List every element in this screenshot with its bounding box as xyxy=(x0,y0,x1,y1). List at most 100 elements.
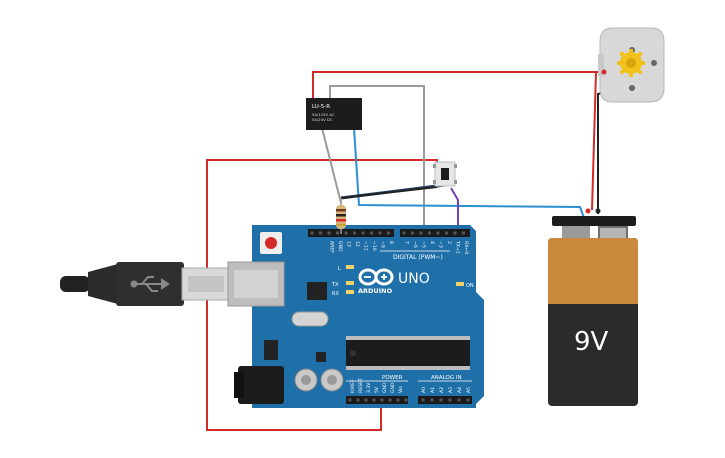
digital-pin-label: ~3 xyxy=(438,241,444,248)
analog-pin-label: A2 xyxy=(439,387,445,393)
power-pin-hole[interactable] xyxy=(380,398,384,402)
analog-pin-hole[interactable] xyxy=(421,398,425,402)
battery-label: 9V xyxy=(574,327,609,357)
power-pin-hole[interactable] xyxy=(388,398,392,402)
analog-pin-hole[interactable] xyxy=(439,398,443,402)
power-pin-label: 3.3V xyxy=(366,382,372,393)
analog-pin-hole[interactable] xyxy=(448,398,452,402)
digital-pin-label: ~9 xyxy=(380,241,386,248)
power-pin-label: RESET xyxy=(358,378,364,393)
analog-pin-label: A5 xyxy=(466,387,472,393)
usb-cable[interactable] xyxy=(60,262,233,306)
wire-black-resistor-to-button[interactable] xyxy=(340,186,438,199)
digital-pin-label: 4 xyxy=(429,241,435,244)
led-rx-label: RX xyxy=(332,291,339,297)
digital-pin-hole[interactable] xyxy=(327,231,331,235)
power-label: POWER xyxy=(382,375,403,381)
digital-pin-hole[interactable] xyxy=(378,231,382,235)
relay-rating-1: 5A/125V AC xyxy=(312,112,335,117)
power-pin-label: GND xyxy=(390,382,396,393)
analog-header[interactable] xyxy=(418,396,472,404)
power-pin-hole[interactable] xyxy=(356,398,360,402)
motor-gear-icon xyxy=(617,49,645,77)
digital-header[interactable] xyxy=(308,229,470,237)
digital-pin-label: GND xyxy=(337,241,343,252)
usb-icon xyxy=(130,276,170,292)
digital-pin-hole[interactable] xyxy=(370,231,373,235)
analog-pin-label: A0 xyxy=(421,387,427,393)
resistor[interactable] xyxy=(336,198,346,234)
wire-purple-button-to-pin2[interactable] xyxy=(450,187,459,232)
power-pin-hole[interactable] xyxy=(348,398,352,402)
digital-pin-hole[interactable] xyxy=(310,231,314,235)
uno-model-text: UNO xyxy=(398,271,430,287)
analog-pin-hole[interactable] xyxy=(457,398,461,402)
digital-pin-hole[interactable] xyxy=(319,231,322,235)
power-pin-label: GND xyxy=(382,382,388,393)
battery-negative-terminal[interactable] xyxy=(595,208,601,214)
relay-rating-2: 5A/24V DC xyxy=(312,117,333,122)
dc-motor[interactable] xyxy=(598,27,665,103)
analog-pin-label: A1 xyxy=(430,387,436,393)
digital-pin-hole[interactable] xyxy=(344,231,348,235)
battery-9v[interactable]: 9V xyxy=(548,208,638,407)
analog-pin-hole[interactable] xyxy=(466,398,470,402)
power-pin-label: 5V xyxy=(374,386,380,393)
wire-black-motor-to-battery[interactable] xyxy=(597,85,629,214)
digital-pin-hole[interactable] xyxy=(353,231,356,235)
reset-button[interactable] xyxy=(260,232,282,254)
power-pin-label: Vin xyxy=(398,386,404,393)
relay[interactable]: LU-5-R 5A/125V AC 5A/24V DC xyxy=(306,98,362,130)
push-button[interactable] xyxy=(433,161,457,187)
wire-gray-relay-to-resistor[interactable] xyxy=(321,127,342,204)
analog-pin-label: A4 xyxy=(457,387,463,393)
power-pin-hole[interactable] xyxy=(396,398,400,402)
power-header[interactable] xyxy=(346,396,408,404)
digital-pin-hole[interactable] xyxy=(462,231,465,235)
board-leds xyxy=(346,265,464,294)
power-pin-hole[interactable] xyxy=(404,398,408,402)
digital-pin-label: ~10 xyxy=(371,241,377,251)
digital-pin-label: 13 xyxy=(346,241,352,247)
analog-pin-hole[interactable] xyxy=(430,398,434,402)
capacitors xyxy=(294,368,344,392)
digital-pin-hole[interactable] xyxy=(445,231,448,235)
digital-pin-hole[interactable] xyxy=(428,231,431,235)
atmega-chip xyxy=(346,340,470,366)
relay-model-label: LU-5-R xyxy=(312,104,330,110)
digital-pin-hole[interactable] xyxy=(453,231,457,235)
digital-pin-hole[interactable] xyxy=(402,231,406,235)
digital-pin-label: ~6 xyxy=(412,241,418,248)
digital-pin-hole[interactable] xyxy=(436,231,440,235)
analog-pin-label: A3 xyxy=(448,387,454,393)
small-chip xyxy=(316,352,326,362)
power-jack[interactable] xyxy=(234,366,284,404)
digital-pin-label: TX→1 xyxy=(455,240,461,254)
crystal-oscillator xyxy=(291,311,329,327)
digital-pin-hole[interactable] xyxy=(419,231,423,235)
arduino-infinity-icon xyxy=(358,268,394,286)
digital-pin-label: ~5 xyxy=(421,241,427,248)
digital-pin-hole[interactable] xyxy=(411,231,414,235)
digital-pin-hole[interactable] xyxy=(387,231,390,235)
wire-blue-relay-to-battery[interactable] xyxy=(353,127,585,219)
digital-pin-hole[interactable] xyxy=(361,231,365,235)
analog-label: ANALOG IN xyxy=(431,375,462,381)
digital-pin-label: 2 xyxy=(446,241,452,244)
led-l-label: L xyxy=(338,266,341,272)
arduino-logo-text: ARDUINO xyxy=(358,287,393,295)
digital-header-label: DIGITAL (PWM~) xyxy=(393,254,443,261)
battery-positive-terminal[interactable] xyxy=(585,208,591,214)
regulator xyxy=(264,340,278,360)
power-pin-hole[interactable] xyxy=(364,398,368,402)
digital-pin-label: 12 xyxy=(354,241,360,247)
digital-pin-hole[interactable] xyxy=(336,231,339,235)
power-pin-hole[interactable] xyxy=(372,398,376,402)
on-label: ON xyxy=(466,283,474,289)
digital-pin-label: ~11 xyxy=(363,241,369,251)
